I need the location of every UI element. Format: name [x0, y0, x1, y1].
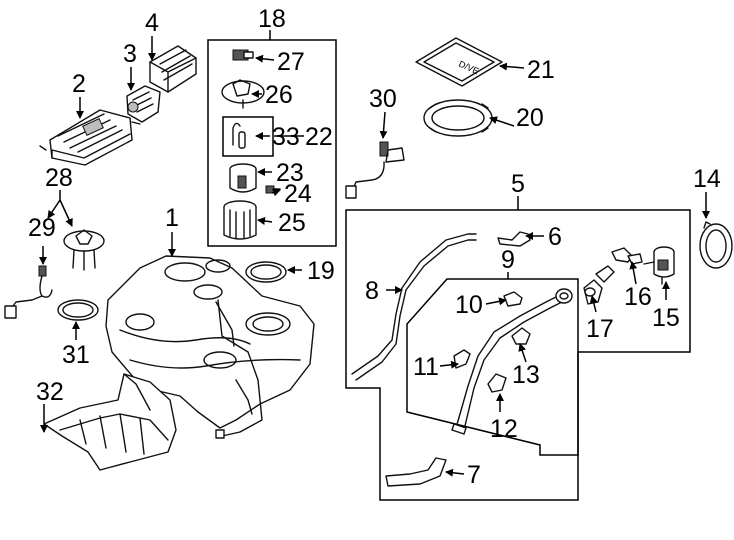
fuel-pump-group-box	[207, 39, 337, 247]
callout-10: 10	[455, 291, 483, 319]
callout-4: 4	[145, 9, 159, 37]
clip-drawing	[232, 49, 254, 61]
callout-33: 33	[272, 123, 300, 151]
pump-parts-subgroup-box	[222, 116, 274, 157]
callout-29: 29	[28, 214, 56, 242]
sending-unit-drawing	[63, 229, 105, 271]
callout-21: 21	[527, 56, 555, 84]
callout-20: 20	[516, 104, 544, 132]
callout-22: 22	[305, 123, 333, 151]
callout-11: 11	[413, 353, 439, 381]
temperature-sensor-drawing	[4, 265, 53, 319]
callout-14: 14	[693, 165, 721, 193]
callout-26: 26	[265, 81, 293, 109]
callout-25: 25	[278, 209, 306, 237]
callout-3: 3	[123, 40, 137, 68]
vent-line-drawing	[611, 247, 643, 265]
callout-13: 13	[512, 361, 540, 389]
heat-shield-drawing	[43, 373, 177, 471]
leader-lines	[39, 30, 710, 477]
small-bracket-drawing	[453, 349, 471, 369]
callout-1: 1	[165, 204, 179, 232]
callout-30: 30	[369, 85, 397, 113]
callout-31: 31	[62, 341, 90, 369]
callout-19: 19	[307, 257, 335, 285]
callout-16: 16	[624, 283, 652, 311]
callout-24: 24	[284, 180, 312, 208]
callout-15: 15	[652, 304, 680, 332]
callout-2: 2	[72, 70, 86, 98]
charcoal-canister-drawing	[39, 109, 141, 166]
filler-hose-drawing	[385, 457, 447, 487]
lock-ring-drawing	[423, 99, 493, 137]
mount-bracket-drawing	[511, 327, 531, 345]
filler-pipe-group-box	[345, 209, 691, 501]
check-valve-drawing	[583, 265, 615, 305]
short-hose-drawing	[497, 231, 531, 247]
callout-labels: 1 2 3 4 5 6 7 8 9 10 11 12 13 14 15 16 1…	[28, 5, 721, 489]
callout-6: 6	[548, 223, 562, 251]
callout-27: 27	[277, 48, 305, 76]
gasket-drawing	[245, 261, 287, 283]
lower-bracket-drawing	[487, 373, 507, 393]
mounting-bracket-drawing	[149, 45, 197, 93]
callout-28: 28	[45, 164, 73, 192]
wiring-sensor-drawing	[345, 141, 405, 199]
callout-9: 9	[501, 246, 515, 274]
callout-12: 12	[490, 415, 518, 443]
callout-32: 32	[36, 378, 64, 406]
pump-filter-drawing	[229, 163, 257, 193]
seal-ring-drawing	[57, 299, 99, 321]
fuel-tank-drawing	[105, 255, 315, 439]
filler-neck-subgroup-box	[406, 278, 579, 456]
callout-5: 5	[511, 170, 525, 198]
purge-valve-drawing	[126, 85, 161, 123]
callout-17: 17	[586, 315, 614, 343]
filler-neck-pipe-drawing	[451, 288, 573, 435]
access-cover-plate-drawing: D/VE	[415, 37, 503, 87]
fuel-cap-drawing	[699, 221, 733, 269]
callout-23: 23	[276, 159, 304, 187]
fuel-pump-module-drawing	[223, 200, 257, 240]
pipe-clamp-drawing	[503, 291, 523, 307]
callout-18: 18	[258, 5, 286, 33]
callout-8: 8	[365, 277, 379, 305]
vapor-separator-drawing	[643, 246, 675, 285]
pump-seal-parts-drawing	[232, 122, 246, 149]
callout-7: 7	[467, 461, 481, 489]
